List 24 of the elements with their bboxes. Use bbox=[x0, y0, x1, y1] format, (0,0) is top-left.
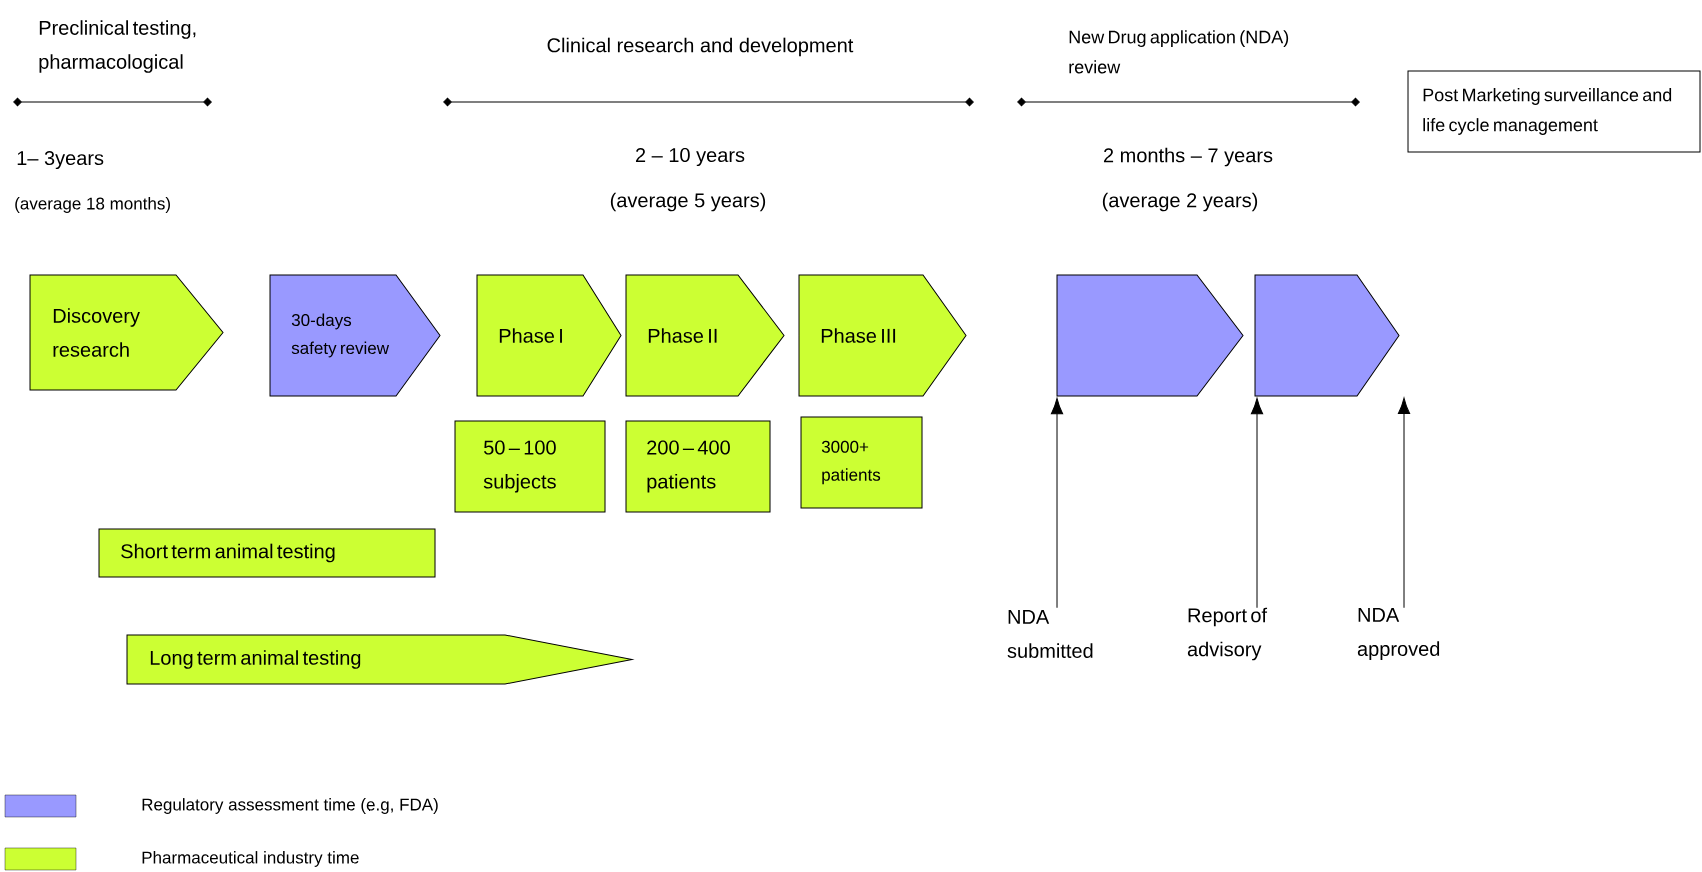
timeline-label: 1– 3years bbox=[17, 150, 104, 170]
timeline-label: Clinical research and development bbox=[547, 37, 854, 57]
timeline-label: (average 5 years) bbox=[610, 192, 766, 212]
arrow-shape bbox=[1056, 274, 1244, 397]
milestone-label: NDA submitted bbox=[1007, 610, 1093, 658]
arrow bbox=[1050, 397, 1064, 609]
process-box: Post Marketing surveillance and life cycle management bbox=[1407, 70, 1701, 153]
milestone-label: NDA approved bbox=[1357, 608, 1440, 660]
timeline-label: (average 18 months) bbox=[15, 197, 170, 213]
legend-label: Pharmaceutical industry time bbox=[142, 851, 359, 867]
arrow bbox=[1250, 397, 1264, 609]
timeline-label: (average 2 years) bbox=[1102, 192, 1258, 212]
legend-label: Regulatory assessment time (e.g, FDA) bbox=[142, 798, 438, 814]
arrow-shape bbox=[1254, 274, 1400, 397]
process-box: Short term animal testing bbox=[98, 528, 436, 578]
arrow bbox=[1397, 397, 1411, 609]
timeline-label: Preclinical testing, pharmacological bbox=[39, 20, 196, 73]
timeline-label: New Drug application (NDA) review bbox=[1069, 30, 1289, 74]
timeline-label: 2 months – 7 years bbox=[1103, 147, 1273, 167]
process-box: 3000+ patients bbox=[800, 416, 923, 509]
process-box: 200 – 400 patients bbox=[625, 420, 771, 513]
timeline-label: 2 – 10 years bbox=[636, 147, 745, 167]
process-box: 50 – 100 subjects bbox=[454, 420, 606, 513]
milestone-label: Report of advisory bbox=[1187, 607, 1268, 661]
